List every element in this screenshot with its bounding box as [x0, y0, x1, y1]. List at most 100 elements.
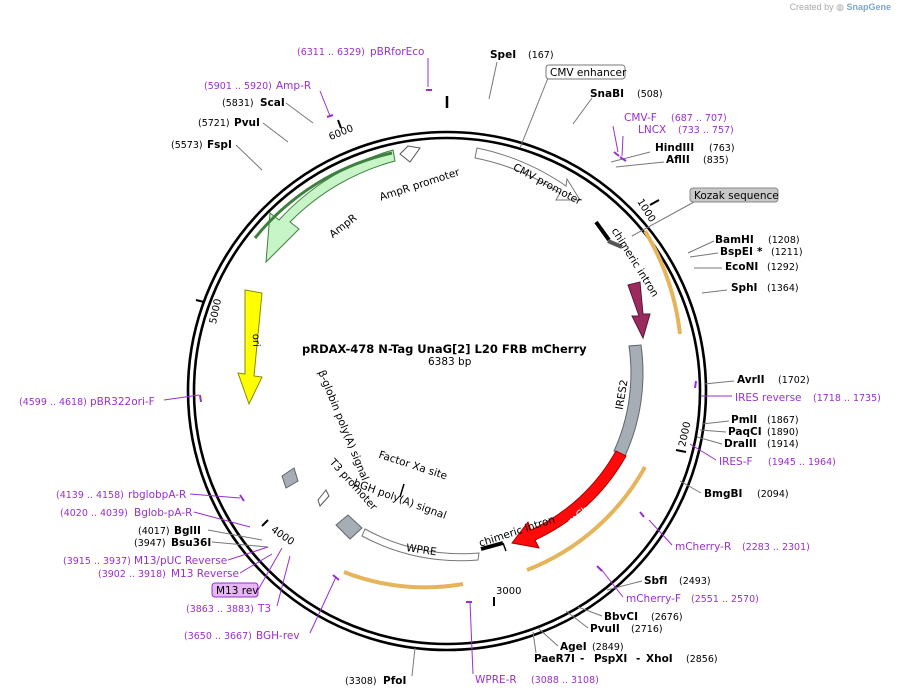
ruler-tick-2000 — [675, 449, 687, 453]
site-fspi-pos: (5573) — [171, 140, 203, 151]
leader-bgh-rev — [309, 576, 337, 634]
primer-bgh-rev-pos: (3650 .. 3667) — [184, 631, 252, 642]
site-bbvci: BbvCI — [604, 611, 638, 623]
ruler-tick-4000 — [261, 519, 269, 527]
site-bspei-pos: (1211) — [771, 247, 803, 258]
primer-pbr322ori-f-pos: (4599 .. 4618) — [19, 397, 87, 408]
leader-sbfi — [606, 580, 643, 591]
leader-rbglobpa-r — [189, 493, 241, 499]
site-pfoi-pos: (3308) — [345, 676, 377, 687]
leader-bglii — [207, 529, 263, 541]
primer-mcherry-r-pos: (2283 .. 2301) — [742, 542, 810, 553]
ampr-promoter-label: AmpR promoter — [378, 166, 462, 203]
leader-m13rev — [257, 547, 283, 591]
orf-arc-frb — [643, 229, 682, 335]
leader-ires-f — [689, 443, 717, 461]
primer-rbglobpa-r-pos: (4139 .. 4158) — [56, 490, 124, 501]
leader-bmgbi — [679, 480, 702, 494]
t3-promoter-arrow — [317, 489, 330, 507]
primer-mcherry-r: mCherry-R — [675, 541, 731, 553]
ruler-label-5000: 5000 — [208, 298, 224, 325]
wpre-label: WPRE — [405, 542, 437, 558]
site-snabi: SnaBI — [590, 88, 624, 100]
site-pvui-pos: (5721) — [198, 118, 230, 129]
site-paqci: PaqCI — [728, 426, 762, 438]
leader-sphi — [701, 289, 728, 294]
backbone-outer-strand — [186, 130, 708, 652]
primer-wpre-r: WPRE-R — [475, 674, 517, 686]
chimeric-intron-1-gap — [607, 239, 623, 249]
frb-arrow — [627, 281, 651, 340]
site-agei: AgeI — [560, 641, 587, 653]
leader-mcherry-f — [600, 568, 624, 598]
cmv-enhancer-label: CMV enhancer — [550, 67, 627, 79]
site-snabi-pos: (508) — [637, 89, 663, 100]
site-avrii-pos: (1702) — [778, 375, 810, 386]
primer-m13-puc-reverse: M13/pUC Reverse — [134, 555, 227, 567]
leader-pmli — [701, 420, 730, 425]
primer-mark-mcherry-r — [639, 511, 645, 518]
site-hindiii-pos: (763) — [709, 143, 735, 154]
site-bsu36i: Bsu36I — [171, 537, 211, 549]
ruler-label-2000: 2000 — [677, 421, 693, 448]
primer-cmv-f: CMV-F — [624, 112, 657, 124]
site-draiii: DraIII — [724, 438, 757, 450]
primer-pbr322ori-f: pBR322ori-F — [90, 396, 155, 408]
leader-cmv-f — [612, 125, 619, 153]
leader-lncx — [621, 135, 624, 157]
primer-m13-puc-reverse-pos: (3915 .. 3937) — [63, 556, 131, 567]
right-site-labels: SpeI (167) SnaBI (508) HindIII (763) Afl… — [345, 49, 810, 687]
cmv-promoter-label: CMV promoter — [511, 161, 584, 207]
site-aflii-pos: (835) — [703, 155, 729, 166]
site-bbvci-pos: (2676) — [651, 612, 683, 623]
primer-amp-r: Amp-R — [276, 80, 311, 92]
primer-labels: (6311 .. 6329) pBRforEco (5901 .. 5920) … — [19, 46, 881, 686]
orf-arc-ampr — [253, 151, 393, 239]
leader-paer7i — [532, 631, 537, 654]
ruler-label-6000: 6000 — [327, 123, 355, 143]
beta-globin-polya-box — [281, 467, 299, 489]
leader-amp-r — [319, 90, 331, 117]
site-spei: SpeI — [490, 49, 516, 61]
site-pvuii-pos: (2716) — [631, 624, 663, 635]
leader-bspei — [689, 252, 719, 258]
site-econi-pos: (1292) — [767, 262, 799, 273]
primer-mark-cmv-f-lncx — [613, 151, 627, 162]
primer-ires-reverse: IRES reverse — [735, 392, 802, 404]
leader-cmv-enhancer — [519, 77, 549, 149]
cmv-promoter-arrow — [474, 147, 581, 201]
site-bmgbi: BmgBI — [704, 488, 742, 500]
leader-t3 — [276, 555, 291, 607]
primer-mark-ires-reverse — [694, 380, 697, 389]
ruler-tick-1000 — [649, 199, 660, 206]
ori-label: ori — [250, 334, 261, 347]
primer-mark-rbglobpa-r — [239, 494, 245, 502]
leader-pvuii — [565, 610, 589, 629]
site-avrii: AvrII — [737, 374, 765, 386]
site-paqci-pos: (1890) — [767, 427, 799, 438]
site-bglii: BglII — [174, 525, 201, 537]
leader-m13-reverse — [239, 553, 273, 574]
leader-pvui — [262, 122, 289, 143]
primer-bgh-rev: BGH-rev — [256, 630, 300, 642]
leader-pbr322ori-f — [163, 394, 200, 401]
site-pspxi: PspXI — [594, 653, 627, 665]
leader-paqci — [699, 429, 727, 433]
primer-t3-pos: (3863 .. 3883) — [186, 604, 254, 615]
site-aflii: AflII — [666, 154, 690, 166]
primer-rbglobpa-r: rbglobpA-R — [128, 489, 186, 501]
primer-mcherry-f-pos: (2551 .. 2570) — [691, 594, 759, 605]
ruler-label-3000: 3000 — [496, 586, 521, 597]
primer-bglob-pa-r-pos: (4020 .. 4039) — [60, 508, 128, 519]
site-sep-2: - — [636, 653, 640, 665]
site-sbfi-pos: (2493) — [679, 576, 711, 587]
chimeric-intron-1-mark — [594, 220, 611, 242]
leader-kozak — [631, 201, 695, 237]
primer-amp-r-pos: (5901 .. 5920) — [204, 81, 272, 92]
site-bsu36i-pos: (3947) — [134, 538, 166, 549]
site-scai: ScaI — [260, 97, 285, 109]
m13rev-label: M13 rev — [216, 585, 259, 597]
kozak-sequence-box — [689, 187, 779, 203]
brand-prefix: Created by — [789, 2, 834, 12]
site-bmgbi-pos: (2094) — [757, 489, 789, 500]
